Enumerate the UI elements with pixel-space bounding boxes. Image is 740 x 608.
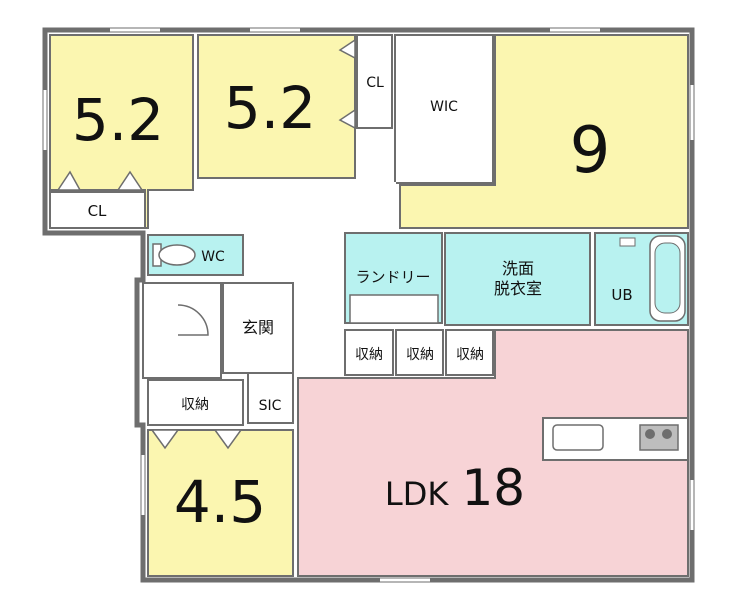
bedroom-n-closet-label: CL xyxy=(366,75,384,91)
bedroom-nw-closet-label: CL xyxy=(88,202,107,220)
washroom-label-line1: 洗面 xyxy=(502,259,534,278)
bedroom-sw-size: 4.5 xyxy=(174,468,266,536)
hallway xyxy=(196,182,396,232)
entrance-door-swing xyxy=(177,304,209,336)
sic-floor xyxy=(247,372,294,424)
storage-unit xyxy=(395,329,444,376)
wc-label: WC xyxy=(201,249,225,265)
ldk-prefix: LDK xyxy=(385,475,449,513)
room-entrance: 玄関 SIC xyxy=(142,282,294,424)
stove-burner xyxy=(662,429,672,439)
bedroom-n-floor xyxy=(197,34,356,179)
bedroom-ne-floor xyxy=(399,34,689,229)
room-laundry: ランドリー xyxy=(344,232,443,324)
bedroom-nw-closet xyxy=(49,189,146,229)
door-swing-marker xyxy=(116,170,144,191)
room-wic: WIC xyxy=(394,34,494,184)
storage-unit xyxy=(445,329,494,376)
storage-label: 収納 xyxy=(355,347,383,363)
wic-label: WIC xyxy=(430,99,458,115)
room-bedroom-ne: 9 xyxy=(399,34,689,229)
window-markers xyxy=(43,28,694,582)
storage-units: 収納 収納 収納 収納 xyxy=(147,329,494,426)
door-swing-marker xyxy=(338,38,356,60)
room-bedroom-sw: 4.5 xyxy=(147,429,294,577)
bath-label: UB xyxy=(611,286,632,304)
washroom-floor xyxy=(444,232,591,326)
room-ldk: LDK 18 xyxy=(297,329,689,577)
kitchen-stove xyxy=(639,424,679,451)
bedroom-n-size: 5.2 xyxy=(224,74,316,142)
bedroom-nw-size: 5.2 xyxy=(72,86,164,154)
kitchen-sink xyxy=(552,424,604,451)
bedroom-sw-floor xyxy=(147,429,294,577)
room-bedroom-n: 5.2 CL xyxy=(197,34,393,179)
toilet-bowl xyxy=(158,244,196,266)
bedroom-ne-size: 9 xyxy=(570,114,611,188)
room-washroom: 洗面 脱衣室 xyxy=(444,232,591,326)
ldk-size: 18 xyxy=(461,459,525,517)
entrance-floor xyxy=(222,282,294,374)
door-swing-marker xyxy=(150,429,180,450)
genkan-floor xyxy=(142,282,222,379)
ldk-floor xyxy=(297,329,689,577)
storage-label: 収納 xyxy=(181,397,209,413)
bedroom-n-closet xyxy=(356,34,393,129)
wic-floor xyxy=(394,34,494,184)
washroom-label-line2: 脱衣室 xyxy=(494,279,542,298)
door-swing-marker xyxy=(56,170,82,191)
ldk-label: LDK 18 xyxy=(385,459,525,517)
door-swing-marker xyxy=(338,108,356,130)
room-wc: WC xyxy=(147,234,244,276)
entrance-label: 玄関 xyxy=(242,318,274,337)
bathtub-inner xyxy=(654,242,681,314)
door-swing-marker xyxy=(213,429,243,450)
laundry-label: ランドリー xyxy=(355,268,430,286)
storage-label: 収納 xyxy=(456,347,484,363)
stove-burner xyxy=(645,429,655,439)
sic-label: SIC xyxy=(259,398,282,414)
storage-unit xyxy=(147,379,244,426)
storage-label: 収納 xyxy=(406,347,434,363)
bath-vanity xyxy=(619,237,636,247)
room-bath: UB xyxy=(594,232,689,326)
laundry-counter xyxy=(349,294,439,324)
storage-unit xyxy=(344,329,394,376)
room-bedroom-nw: 5.2 CL xyxy=(49,34,194,229)
